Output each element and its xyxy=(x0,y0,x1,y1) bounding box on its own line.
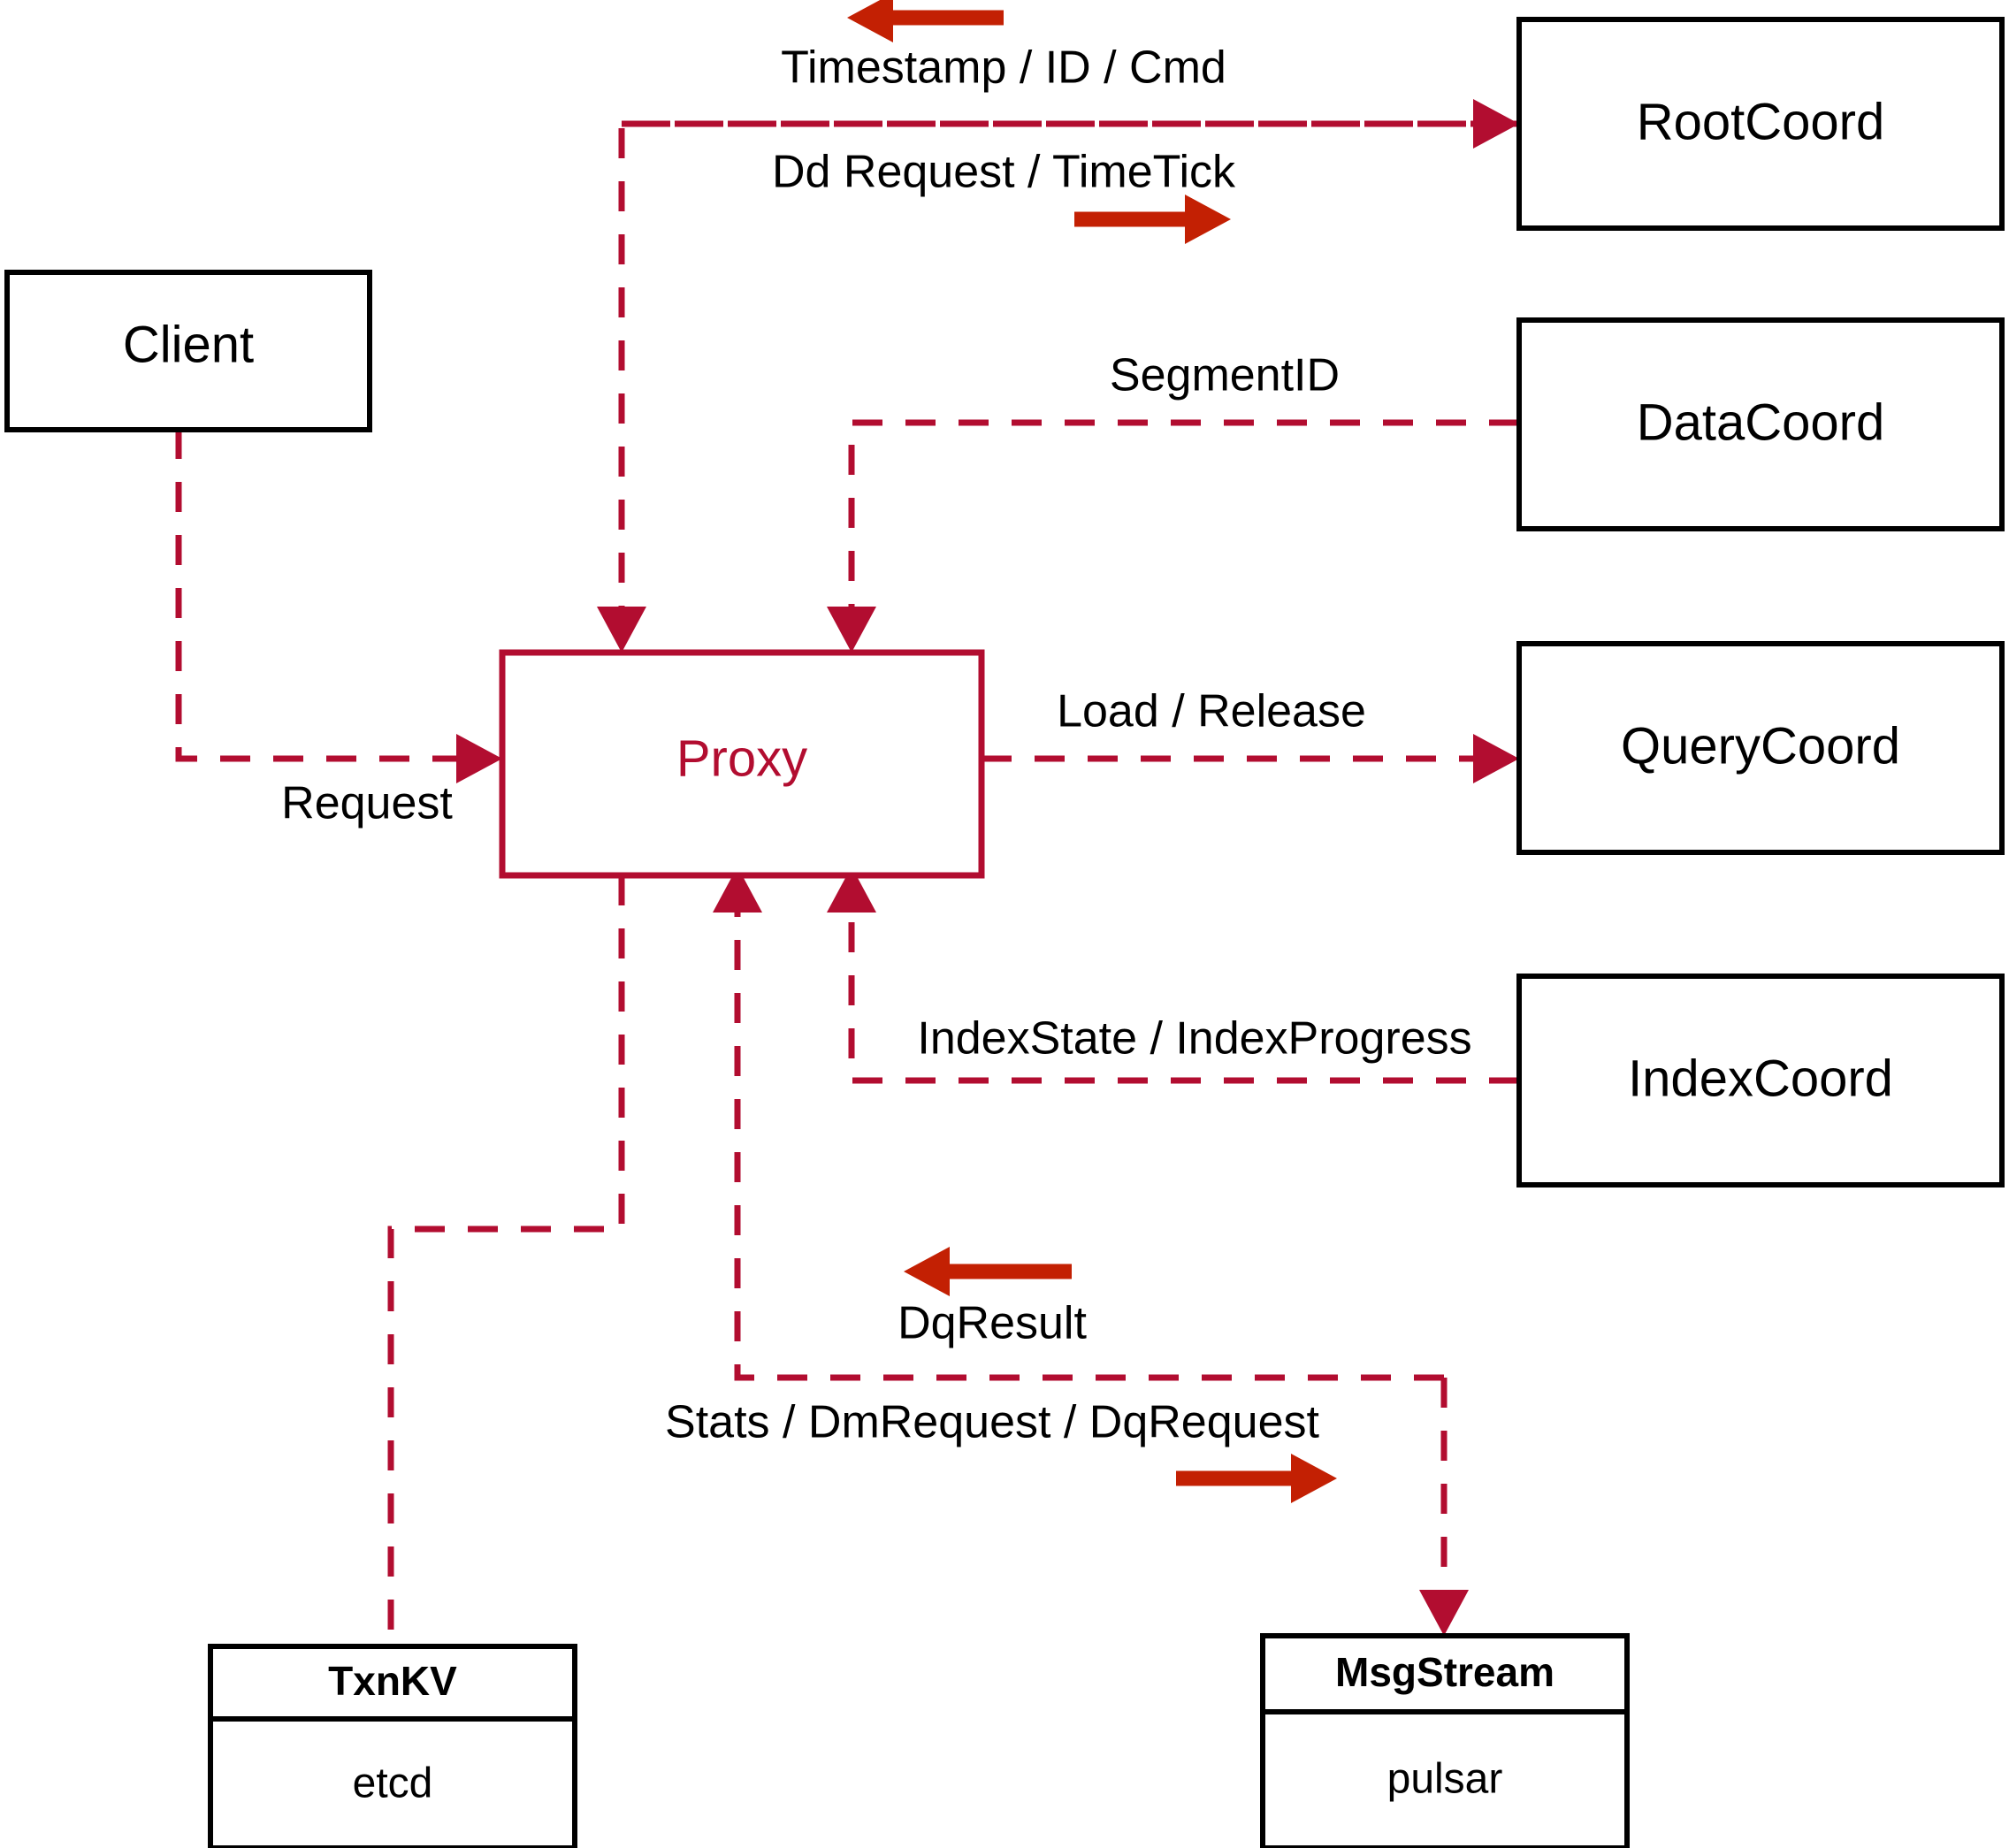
node-query-coord-label: QueryCoord xyxy=(1621,717,1900,775)
edge-arrowhead-dq-result xyxy=(713,867,762,913)
direction-arrow-dd-request-timetick xyxy=(1074,195,1231,244)
node-data-coord[interactable]: DataCoord xyxy=(1516,317,2005,531)
edge-label-timestamp-id-cmd: Timestamp / ID / Cmd xyxy=(781,42,1226,94)
edge-arrowhead-load-release xyxy=(1473,734,1519,783)
node-txnkv[interactable]: TxnKV etcd xyxy=(208,1644,577,1848)
edge-arrowhead-timestamp-id-cmd xyxy=(597,607,646,653)
node-proxy[interactable]: Proxy xyxy=(499,649,985,879)
node-client-box[interactable] xyxy=(4,270,372,432)
node-root-coord-label: RootCoord xyxy=(1637,93,1884,150)
node-msgstream[interactable]: MsgStream pulsar xyxy=(1260,1633,1630,1848)
node-proxy-box[interactable] xyxy=(499,649,985,879)
node-index-coord[interactable]: IndexCoord xyxy=(1516,974,2005,1187)
node-txnkv-title: TxnKV xyxy=(328,1658,457,1704)
edge-label-load-release: Load / Release xyxy=(1057,686,1366,737)
node-query-coord[interactable]: QueryCoord xyxy=(1516,641,2005,855)
node-data-coord-box[interactable] xyxy=(1516,317,2005,531)
node-index-coord-box[interactable] xyxy=(1516,974,2005,1187)
node-data-coord-label: DataCoord xyxy=(1637,393,1884,451)
node-client[interactable]: Client xyxy=(4,270,372,432)
node-msgstream-box[interactable] xyxy=(1260,1633,1630,1848)
edge-label-segment-id: SegmentID xyxy=(1110,350,1340,401)
edge-label-index-state-progress: IndexState / IndexProgress xyxy=(917,1013,1471,1065)
edge-arrowhead-request xyxy=(456,734,502,783)
edge-arrowhead-stats-dm-dq-request xyxy=(1419,1590,1469,1636)
edge-path-request xyxy=(175,429,477,762)
edge-path-dq-result xyxy=(734,900,1444,1381)
edge-path-txnkv-link xyxy=(387,875,625,1671)
node-txnkv-box[interactable] xyxy=(208,1644,577,1848)
edge-arrowhead-index-state-progress xyxy=(827,867,876,913)
direction-arrow-stats-dm-dq-request xyxy=(1176,1454,1337,1503)
direction-arrow-timestamp-id-cmd xyxy=(847,0,1004,42)
edge-arrowhead-dd-request-timetick xyxy=(1473,99,1519,149)
edge-path-timestamp-id-cmd xyxy=(618,120,1519,619)
node-query-coord-box[interactable] xyxy=(1516,641,2005,855)
node-msgstream-impl: pulsar xyxy=(1387,1756,1503,1803)
node-client-label: Client xyxy=(123,316,254,373)
node-txnkv-impl: etcd xyxy=(353,1760,433,1807)
node-root-coord-box[interactable] xyxy=(1516,17,2005,231)
node-proxy-label: Proxy xyxy=(676,729,807,787)
node-root-coord[interactable]: RootCoord xyxy=(1516,17,2005,231)
node-msgstream-title: MsgStream xyxy=(1335,1649,1554,1695)
edge-arrowhead-segment-id xyxy=(827,607,876,653)
edge-label-stats-dm-dq-request: Stats / DmRequest / DqRequest xyxy=(665,1397,1319,1448)
edge-label-dq-result: DqResult xyxy=(898,1298,1087,1349)
edge-path-index-state-progress xyxy=(848,900,1519,1084)
edge-label-request: Request xyxy=(281,778,453,829)
edge-path-segment-id xyxy=(848,419,1519,619)
direction-arrow-dq-result xyxy=(904,1247,1072,1296)
node-index-coord-label: IndexCoord xyxy=(1628,1050,1893,1107)
edge-label-dd-request-timetick: Dd Request / TimeTick xyxy=(772,147,1236,198)
